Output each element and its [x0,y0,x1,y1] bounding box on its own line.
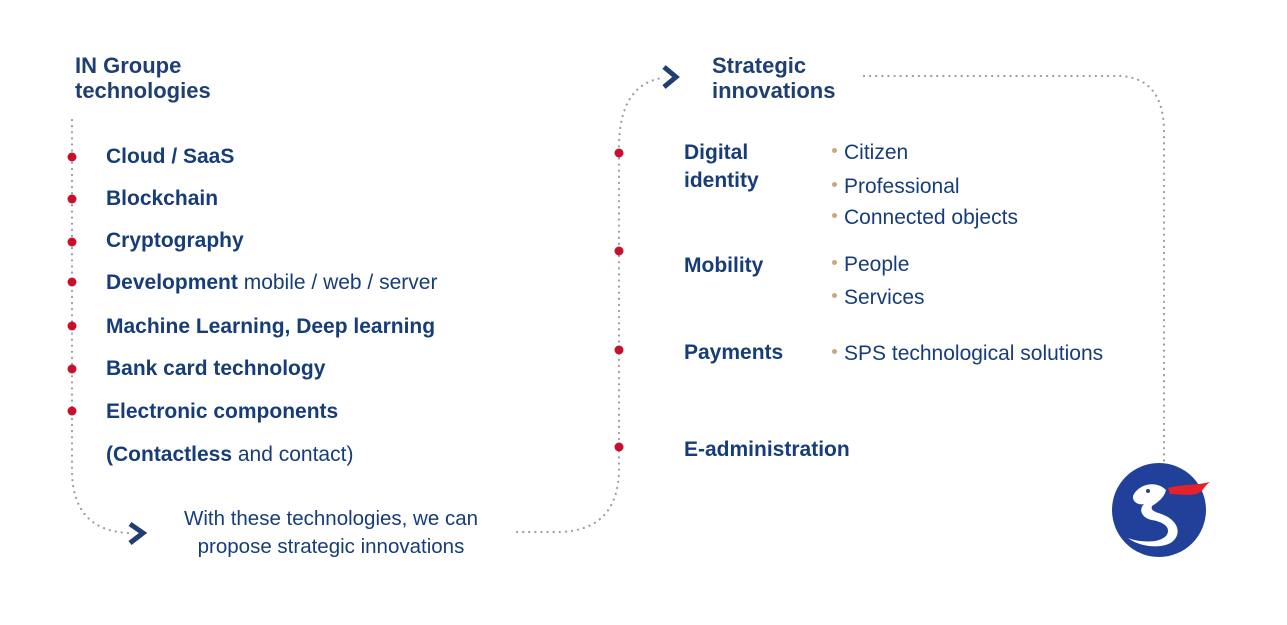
tech-item: Blockchain [106,187,219,210]
bullet-icon [832,212,837,218]
left-title: IN Groupe technologies [75,53,211,103]
bullet-icon [832,259,837,265]
tech-item: Development mobile / web / server [106,271,438,294]
category-digital-identity: Digital identity [684,141,759,192]
tech-item: Cloud / SaaS [106,145,235,168]
bullet-icon [832,181,837,187]
sub-item: Connected objects [832,206,1018,230]
right-nodes [614,148,624,452]
sub-item: Citizen [832,141,908,165]
salamander-logo-icon [1112,463,1210,557]
tech-item: Bank card technology [106,357,326,380]
caption: With these technologies, we can propose … [184,507,478,558]
tech-item: Cryptography [106,229,244,252]
tech-item: Machine Learning, Deep learning [106,315,436,338]
sub-item: Services [832,286,925,310]
left-nodes [67,152,77,416]
bullet-icon [832,147,837,153]
middle-dotted-path [515,76,664,534]
chevron-right-icon [128,521,148,545]
tech-item: (Contactless and contact) [106,443,354,466]
tech-item: Electronic components [106,400,339,423]
sub-item: People [832,253,909,277]
sub-item: SPS technological solutions [832,342,1103,366]
category-e-administration: E-administration [684,438,850,461]
left-dotted-path [70,118,130,535]
category-payments: Payments [684,341,784,364]
bullet-icon [832,292,837,298]
bullet-icon [832,348,837,354]
category-mobility: Mobility [684,254,764,277]
chevron-right-icon [662,65,680,89]
right-dotted-path [862,74,1166,464]
right-title: Strategic innovations [712,53,836,103]
sub-item: Professional [832,175,960,199]
